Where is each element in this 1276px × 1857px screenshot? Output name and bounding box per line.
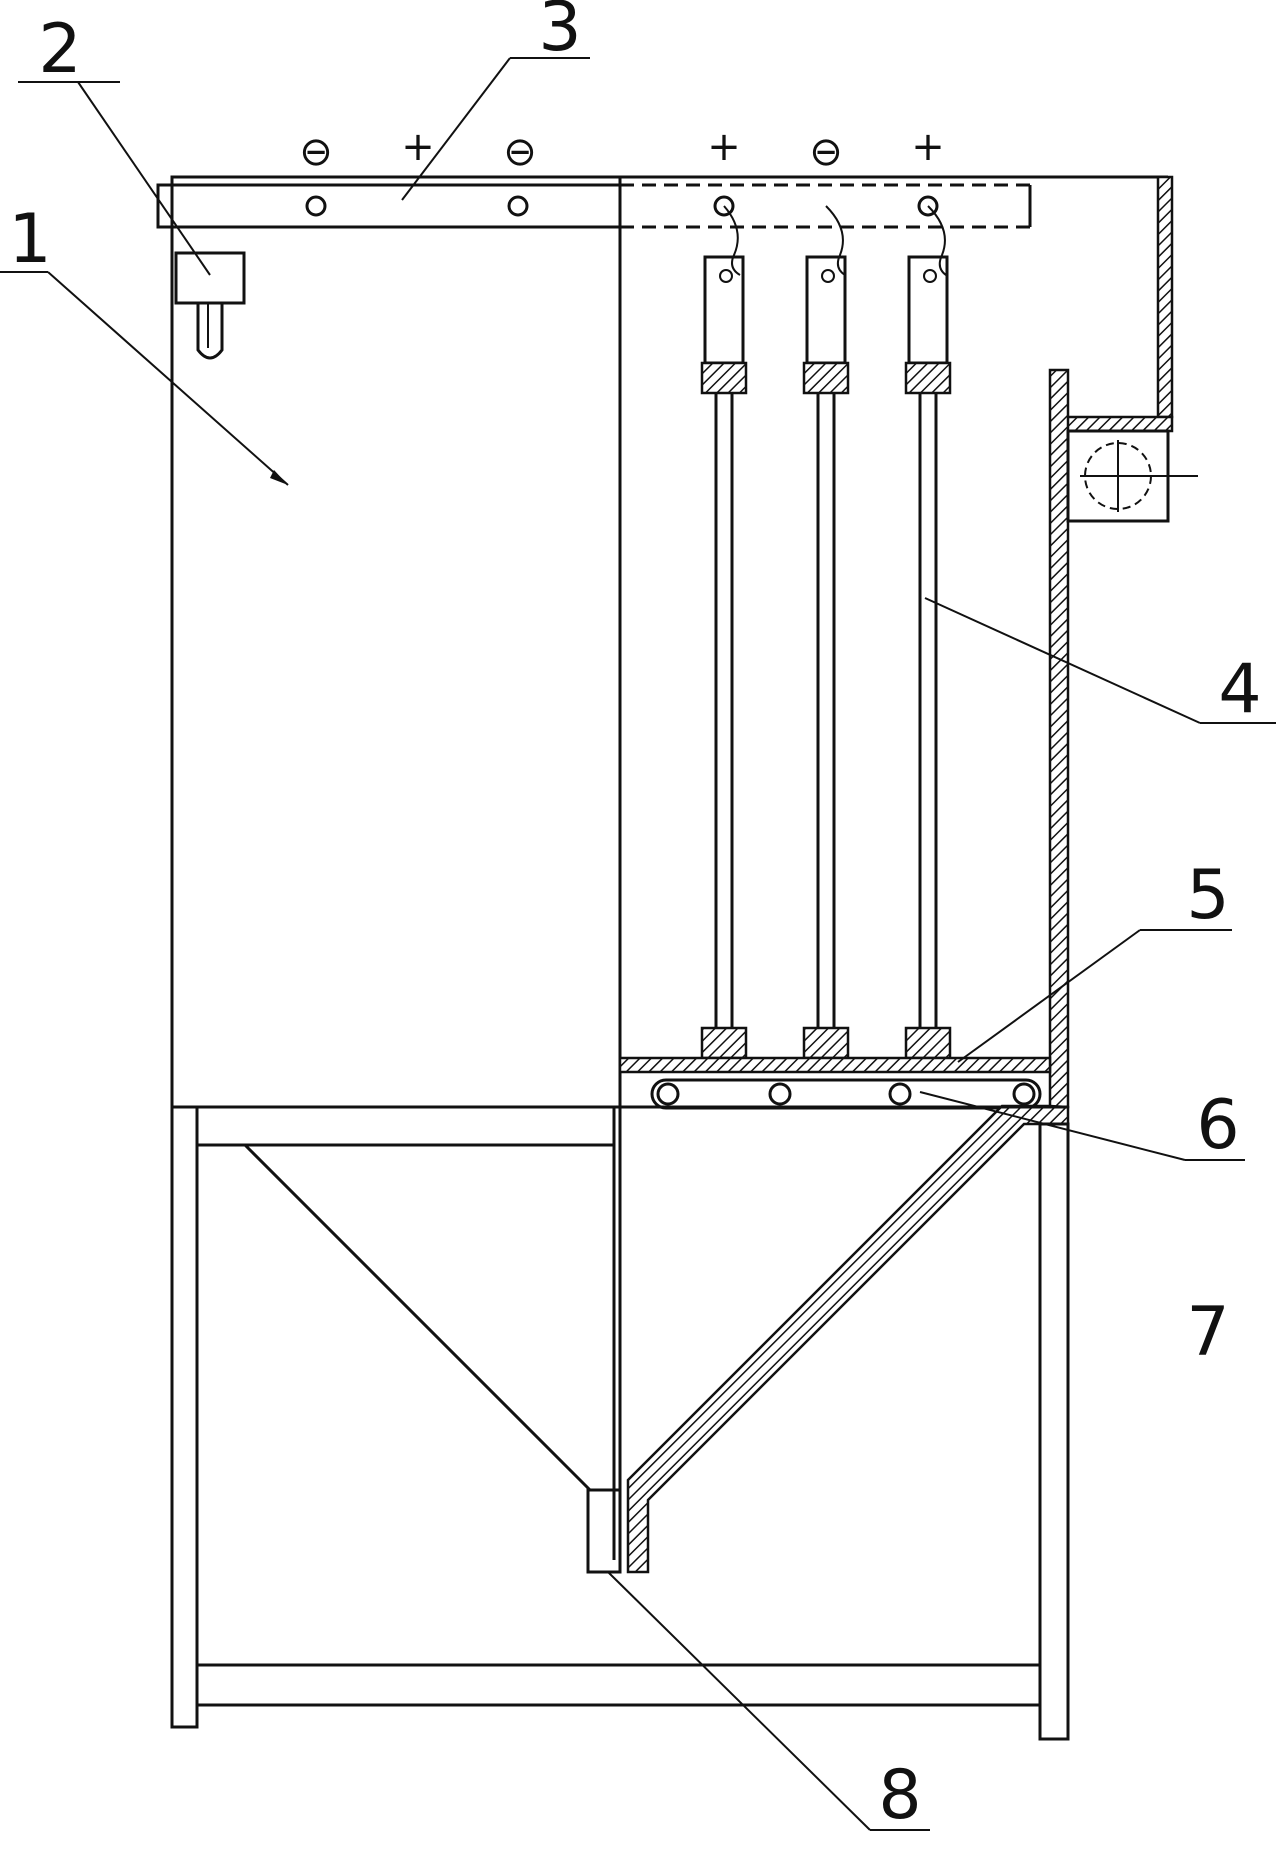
reference-numerals: 2 3 1 4 5 6 7 8 xyxy=(8,0,1261,1835)
left-tank xyxy=(170,175,622,1109)
electrode-2 xyxy=(802,205,850,1060)
polarity-top-left-1: ⊖ xyxy=(299,129,333,175)
label-1: 1 xyxy=(8,200,51,279)
leader-lines xyxy=(0,57,1276,1831)
polarity-top-left-2: + xyxy=(401,124,435,170)
outlet-valve xyxy=(1066,429,1198,523)
polarity-top-right-3: + xyxy=(911,124,945,170)
label-2: 2 xyxy=(38,10,81,89)
label-4: 4 xyxy=(1218,650,1261,729)
heater xyxy=(174,251,246,360)
polarity-marks: ⊖ + ⊖ + ⊖ + xyxy=(299,124,945,175)
conveyor xyxy=(650,1078,1042,1110)
support-plate xyxy=(618,1056,1052,1074)
label-3: 3 xyxy=(538,0,581,67)
label-8: 8 xyxy=(878,1756,921,1835)
chute xyxy=(626,1104,1070,1574)
electrode-1 xyxy=(700,205,748,1060)
label-7: 7 xyxy=(1186,1293,1229,1372)
polarity-top-left-3: ⊖ xyxy=(503,129,537,175)
collector xyxy=(586,1488,622,1574)
label-6: 6 xyxy=(1196,1086,1239,1165)
label-5: 5 xyxy=(1186,856,1229,935)
right-chamber xyxy=(612,175,1174,1560)
polarity-top-right-1: + xyxy=(707,124,741,170)
frame xyxy=(170,1105,1070,1741)
bus-bar xyxy=(156,183,1032,229)
electrode-3 xyxy=(904,205,952,1060)
polarity-top-right-2: ⊖ xyxy=(809,129,843,175)
